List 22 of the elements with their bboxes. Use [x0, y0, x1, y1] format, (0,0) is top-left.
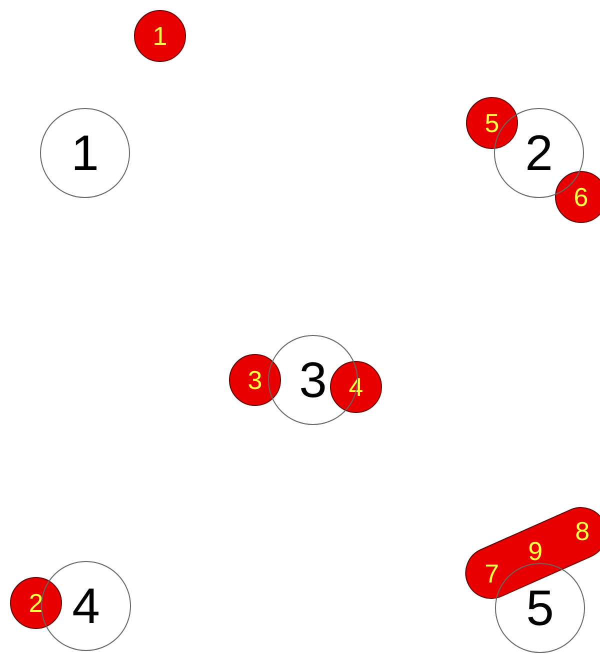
circle-number: 1	[71, 128, 99, 178]
numbered-marker	[134, 10, 186, 62]
marker-number: 3	[248, 367, 262, 393]
numbered-circle	[40, 108, 130, 198]
marker-number: 4	[348, 374, 364, 400]
marker-number: 8	[575, 518, 590, 544]
marker-number: 6	[574, 184, 588, 210]
circle-number: 2	[525, 128, 553, 178]
numbered-marker	[555, 171, 600, 223]
numbered-circle	[41, 561, 131, 651]
marker-number: 7	[484, 560, 500, 587]
numbered-marker	[10, 577, 62, 629]
numbered-marker	[330, 361, 382, 413]
marker-number: 1	[152, 23, 168, 49]
marker-number: 2	[28, 590, 44, 616]
marker-number: 9	[528, 538, 543, 564]
marker-number: 5	[484, 110, 500, 136]
circle-number: 3	[299, 355, 327, 405]
circle-number: 5	[526, 583, 554, 633]
circle-number: 4	[72, 581, 100, 631]
numbered-marker	[229, 354, 281, 406]
numbered-marker	[466, 97, 518, 149]
